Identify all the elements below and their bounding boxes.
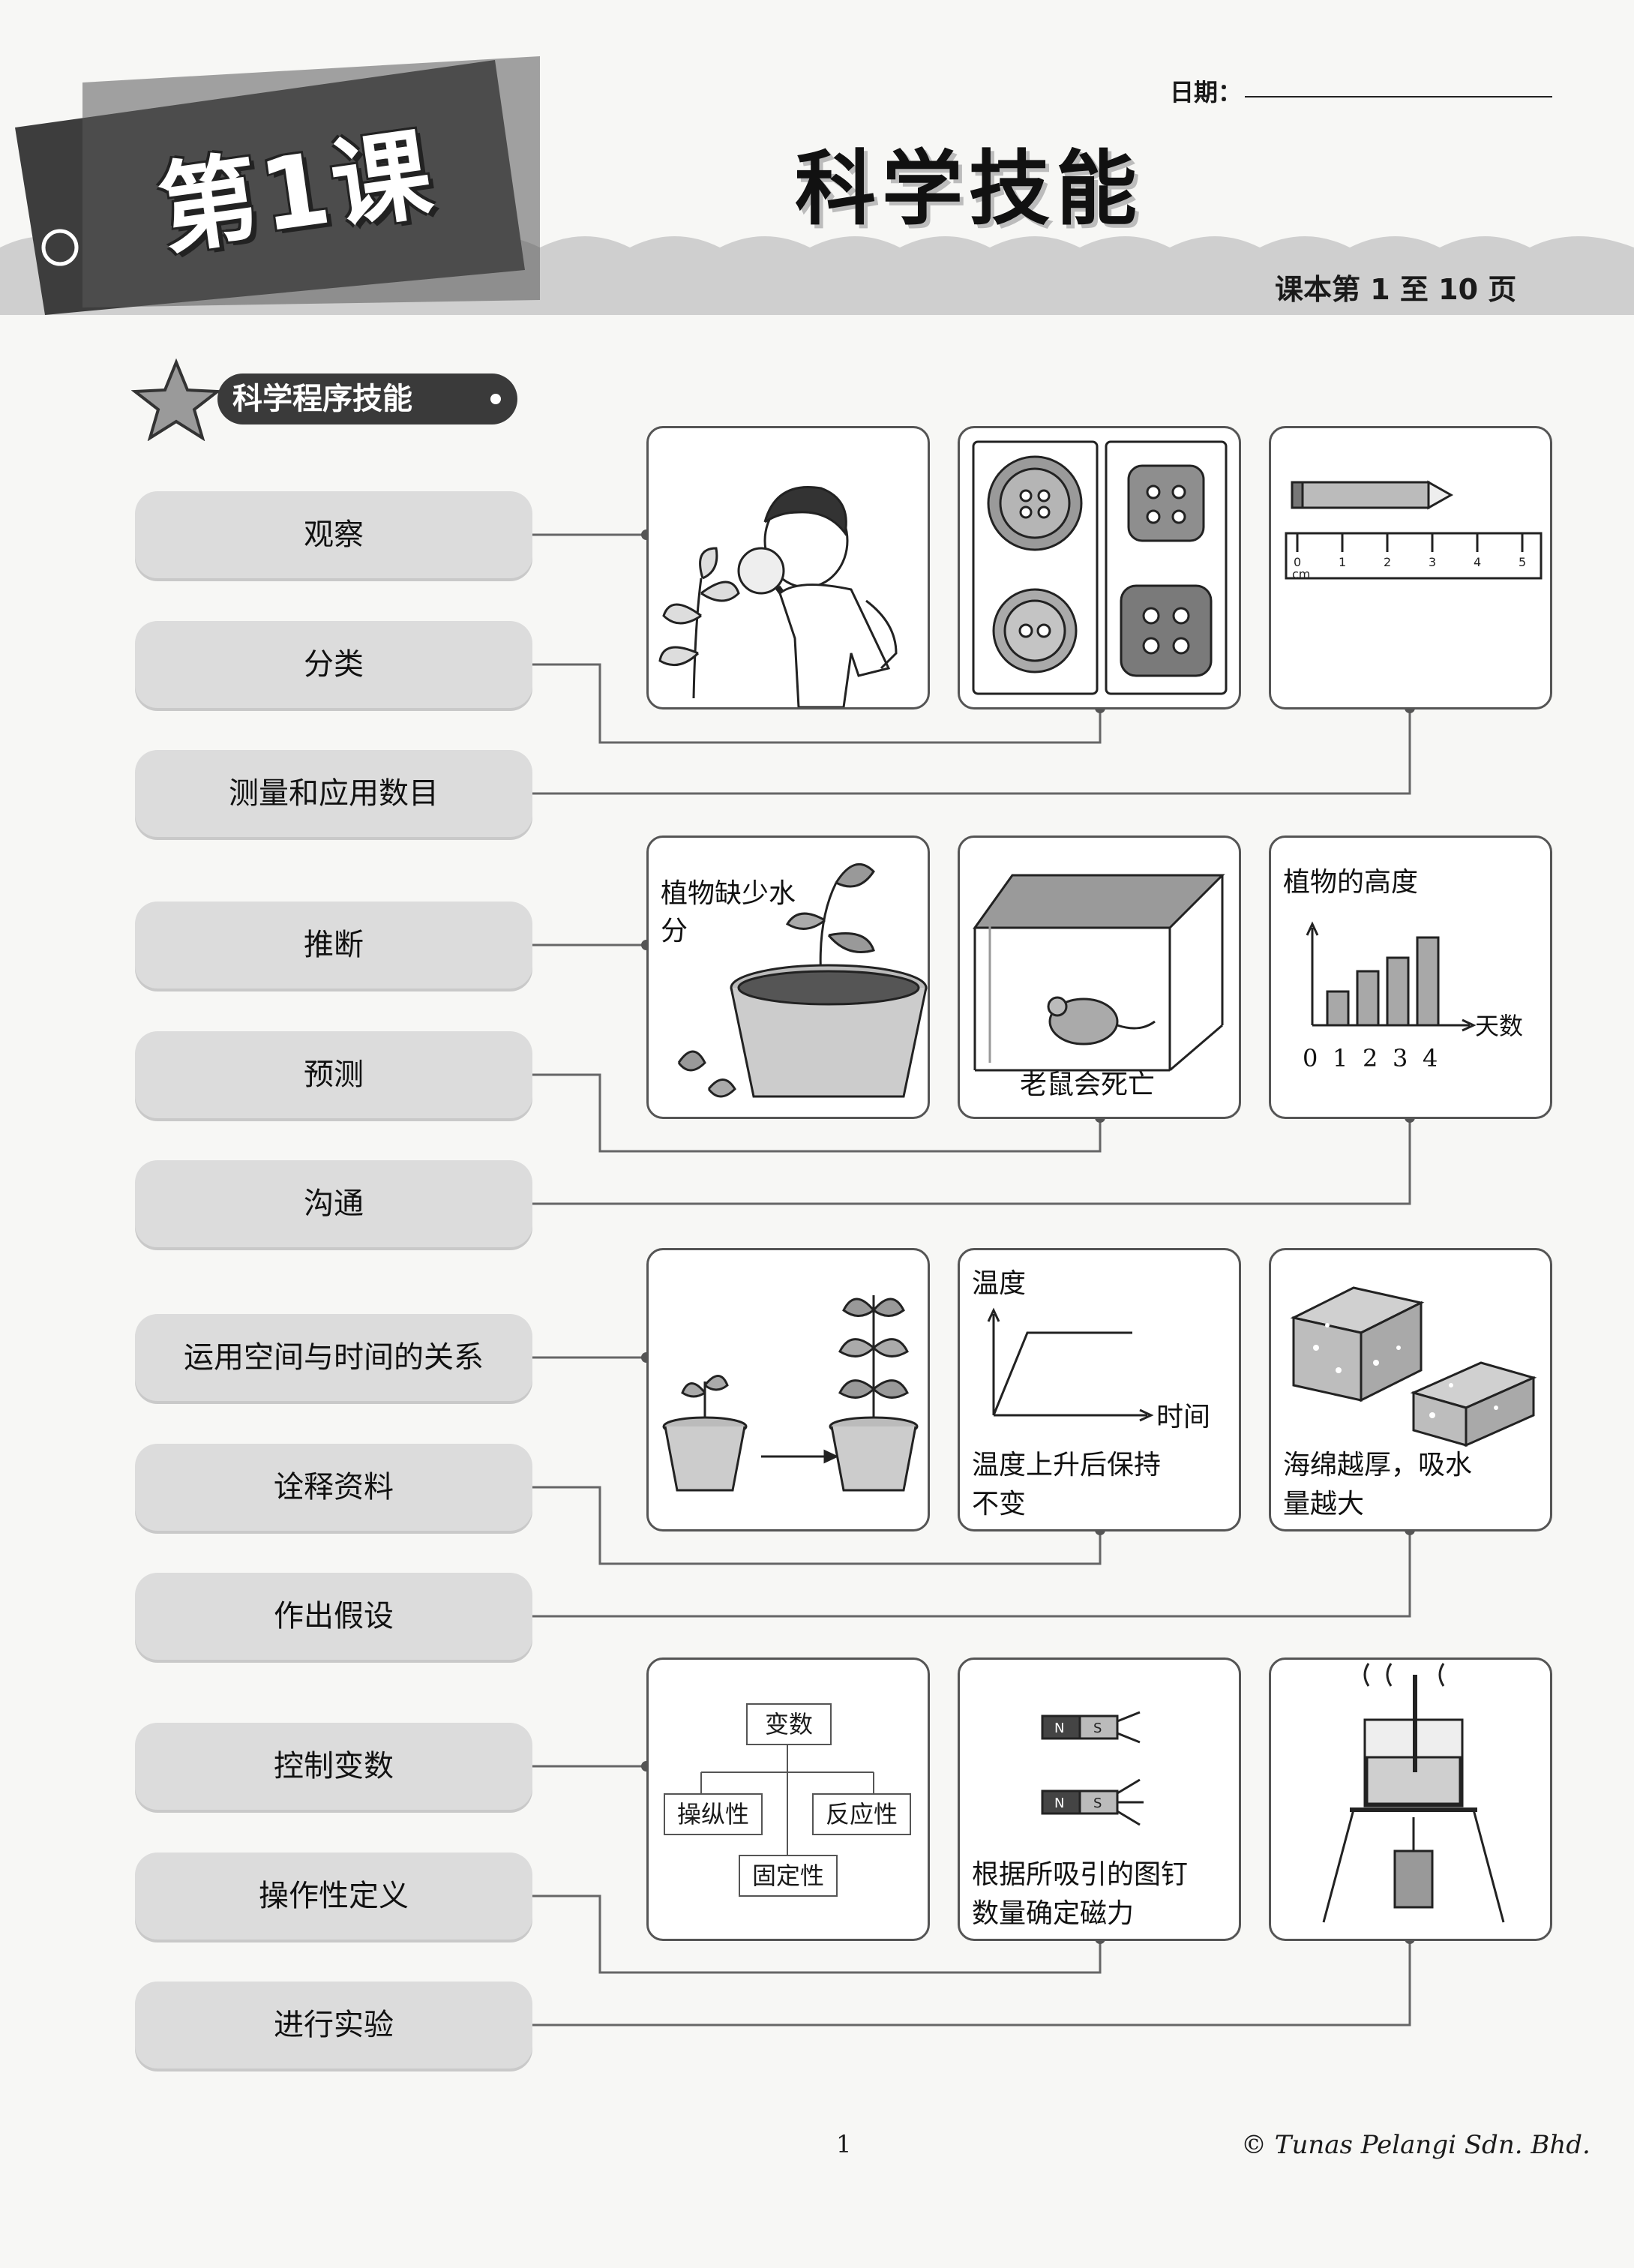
variables-responding: 反应性 <box>812 1793 911 1835</box>
copyright: © Tunas Pelangi Sdn. Bhd. <box>1241 2130 1591 2160</box>
buttons-classification-illustration <box>972 440 1228 695</box>
plant-growth-illustration <box>662 1295 919 1492</box>
bar-3 <box>1386 956 1410 1027</box>
skill-classify: 分类 <box>135 621 532 708</box>
star-icon <box>131 358 221 441</box>
svg-text:1: 1 <box>1339 555 1346 569</box>
infer-caption: 植物缺少水分 <box>661 878 796 946</box>
skill-infer: 推断 <box>135 902 532 988</box>
graph-xlabel: 时间 <box>1156 1402 1211 1432</box>
svg-text:N: N <box>1054 1796 1064 1811</box>
variables-constant: 固定性 <box>739 1855 838 1897</box>
svg-text:S: S <box>1093 1720 1102 1736</box>
svg-text:S: S <box>1093 1796 1102 1811</box>
panel-observe <box>646 426 930 710</box>
bar-2 <box>1356 970 1380 1027</box>
svg-text:3: 3 <box>1429 555 1436 569</box>
panel-hypothesis: 海绵越厚，吸水 量越大 <box>1269 1248 1552 1532</box>
panel-operational: N N S S 根据所吸引的图钉 数量确定磁力 <box>958 1658 1241 1941</box>
date-field[interactable] <box>1245 96 1552 98</box>
panel-control-variables: 变数 操纵性 反应性 固定性 <box>646 1658 930 1941</box>
chart-ylabel: 植物的高度 <box>1283 867 1419 898</box>
boy-magnifier-illustration <box>658 486 898 707</box>
svg-text:3: 3 <box>1393 1044 1408 1072</box>
skill-communicate: 沟通 <box>135 1160 532 1247</box>
skill-measure: 测量和应用数目 <box>135 750 532 837</box>
sponges-illustration <box>1290 1286 1537 1448</box>
header-banner <box>0 56 1634 315</box>
svg-text:5: 5 <box>1519 555 1526 569</box>
skill-predict: 预测 <box>135 1031 532 1118</box>
panel-experiment <box>1269 1658 1552 1941</box>
temperature-line-graph <box>987 1307 1154 1422</box>
graph-ylabel: 温度 <box>972 1268 1027 1299</box>
textbook-pages: 课本第 1 至 10 页 <box>1275 273 1517 306</box>
section-title: 科学程序技能 <box>232 382 412 416</box>
variables-root: 变数 <box>746 1703 832 1745</box>
operational-caption-1: 根据所吸引的图钉 <box>972 1859 1189 1890</box>
interpret-caption-1: 温度上升后保持 <box>972 1450 1162 1480</box>
operational-caption-2: 数量确定磁力 <box>972 1898 1135 1929</box>
skill-operational-definition: 操作性定义 <box>135 1852 532 1940</box>
skill-experiment: 进行实验 <box>135 1982 532 2068</box>
svg-text:cm: cm <box>1292 567 1310 581</box>
panel-communicate: 植物的高度 0 1 2 3 4 天数 <box>1269 836 1552 1119</box>
variables-tree-lines <box>700 1744 874 1870</box>
hypothesis-caption-2: 量越大 <box>1283 1489 1365 1520</box>
page-title: 科学技能 <box>795 142 1144 236</box>
beaker-burner-illustration <box>1322 1663 1505 1923</box>
hypothesis-caption-1: 海绵越厚，吸水 <box>1283 1450 1473 1480</box>
tag-hole-icon <box>41 229 79 266</box>
panel-measure: 0 1 2 3 4 5 cm <box>1269 426 1552 710</box>
svg-text:4: 4 <box>1474 555 1481 569</box>
svg-text:2: 2 <box>1384 555 1391 569</box>
panel-space-time <box>646 1248 930 1532</box>
pencil-ruler-illustration: 0 1 2 3 4 5 cm <box>1285 480 1543 581</box>
predict-caption: 老鼠会死亡 <box>1020 1070 1156 1100</box>
skill-observe: 观察 <box>135 491 532 578</box>
page-number: 1 <box>836 2130 852 2158</box>
panel-predict: 老鼠会死亡 <box>958 836 1241 1119</box>
mouse-in-box-illustration <box>973 874 1225 1072</box>
svg-text:0: 0 <box>1303 1044 1318 1072</box>
panel-classify <box>958 426 1241 710</box>
skill-interpret: 诠释资料 <box>135 1444 532 1531</box>
height-bar-chart: 0 1 2 3 4 天数 <box>1303 921 1523 1072</box>
bar-4 <box>1416 936 1440 1027</box>
panel-interpret: 温度 时间 温度上升后保持 不变 <box>958 1248 1241 1532</box>
svg-text:1: 1 <box>1333 1044 1348 1072</box>
panel-infer: 植物缺少水分 <box>646 836 930 1119</box>
interpret-caption-2: 不变 <box>972 1489 1027 1520</box>
svg-text:天数: 天数 <box>1475 1012 1523 1040</box>
svg-text:0: 0 <box>1294 555 1301 569</box>
date-label: 日期： <box>1170 78 1243 106</box>
bar-1 <box>1326 990 1350 1027</box>
skill-control-variables: 控制变数 <box>135 1723 532 1810</box>
skill-space-time: 运用空间与时间的关系 <box>135 1314 532 1401</box>
svg-text:4: 4 <box>1423 1044 1438 1072</box>
svg-text:N: N <box>1054 1720 1064 1736</box>
skill-hypothesis: 作出假设 <box>135 1573 532 1660</box>
magnets-illustration: N N S S <box>1041 1711 1144 1826</box>
section-heading: 科学程序技能 <box>217 374 517 424</box>
wilted-plant-illustration <box>677 863 928 1098</box>
svg-text:2: 2 <box>1363 1044 1378 1072</box>
variables-manipulated: 操纵性 <box>664 1793 763 1835</box>
